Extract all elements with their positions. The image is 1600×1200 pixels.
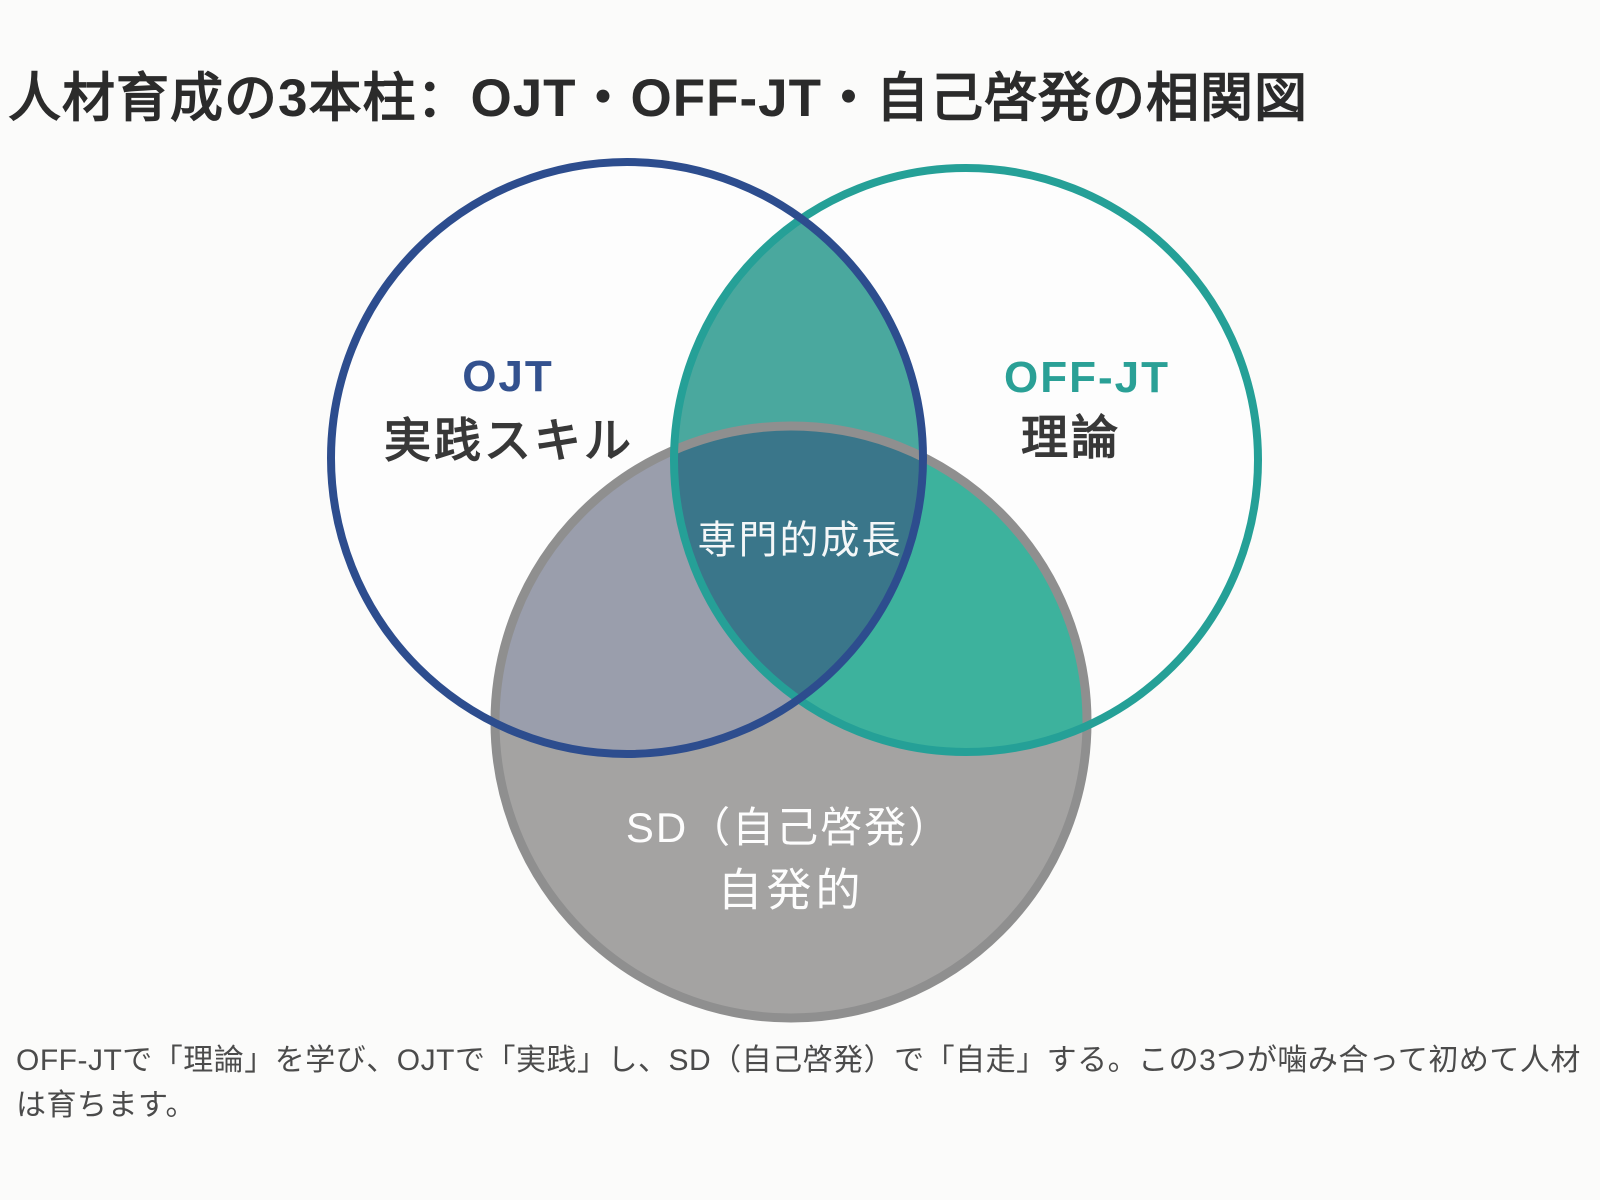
ojt-label: OJT — [462, 351, 554, 401]
venn-svg — [327, 158, 1262, 1023]
offjt-circle-ring — [670, 164, 1262, 756]
page-title: 人材育成の3本柱：OJT・OFF-JT・自己啓発の相関図 — [8, 69, 1309, 128]
venn-diagram: OJT 実践スキル OFF-JT 理論 専門的成長 SD（自己啓発） 自発的 — [327, 158, 1262, 1023]
center-overlap-region — [674, 426, 923, 752]
sd-sublabel: 自発的 — [717, 864, 865, 916]
caption: OFF-JTで「理論」を学び、OJTで「実践」し、SD（自己啓発）で「自走」する… — [16, 1044, 1581, 1122]
ojt-sublabel: 実践スキル — [384, 414, 634, 468]
offjt-label: OFF-JT — [1004, 352, 1170, 402]
sd-label: SD（自己啓発） — [625, 803, 953, 851]
offjt-sublabel: 理論 — [1021, 411, 1121, 465]
center-overlap-label: 専門的成長 — [697, 519, 903, 563]
ojt-circle-ring — [327, 158, 927, 758]
